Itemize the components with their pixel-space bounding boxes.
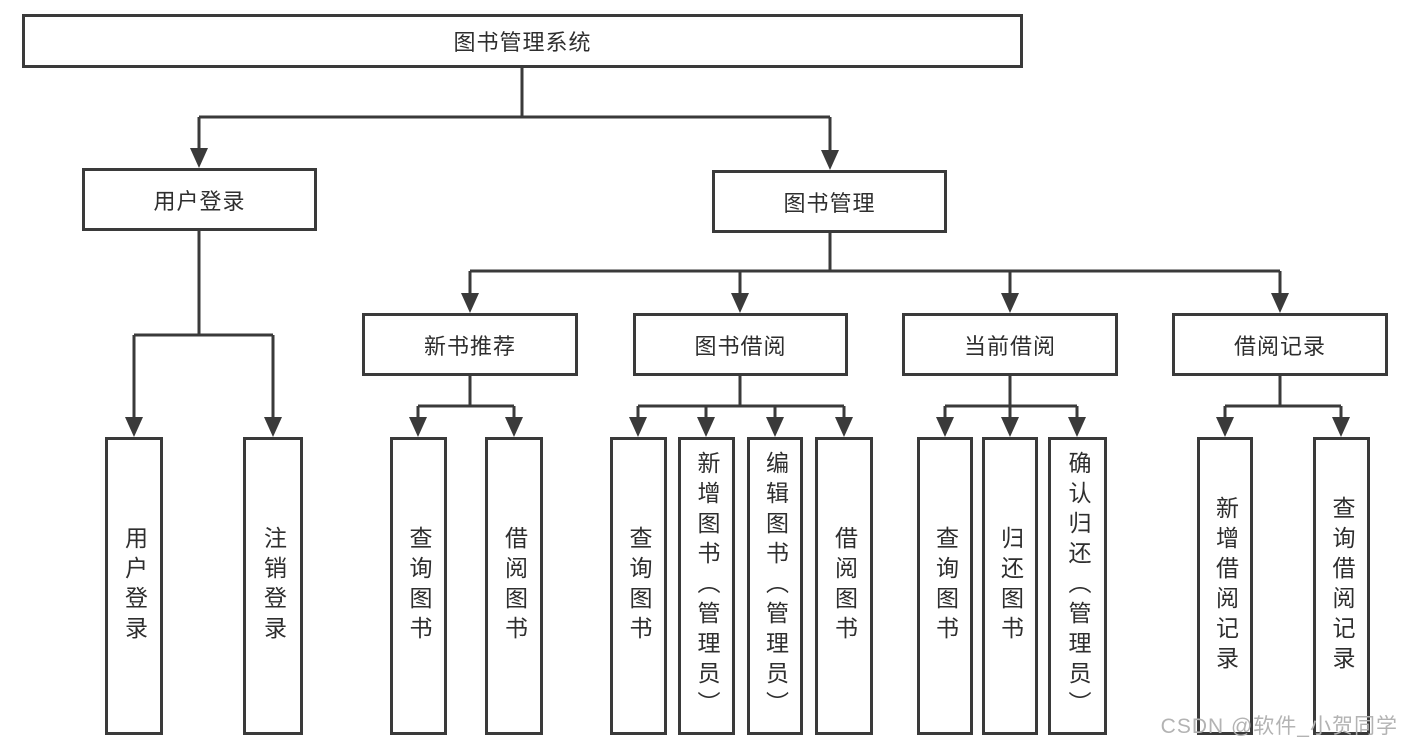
arrowhead-icon: [936, 417, 954, 437]
arrowhead-icon: [766, 417, 784, 437]
node-label: 图书借阅: [694, 333, 787, 359]
node-label: 新增图书（管理员）: [694, 451, 720, 721]
node-label: 用户登录: [153, 188, 246, 214]
node-leaf-query-borrow-record: 查询借阅记录: [1313, 437, 1370, 735]
arrowhead-icon: [505, 417, 523, 437]
node-label: 查询图书: [626, 526, 652, 646]
node-leaf-add-book-admin: 新增图书（管理员）: [678, 437, 735, 735]
node-label: 图书管理系统: [453, 30, 592, 55]
node-leaf-return-books: 归还图书: [982, 437, 1038, 735]
arrowhead-icon: [629, 417, 647, 437]
node-label: 查询图书: [932, 526, 959, 646]
node-label: 查询图书: [406, 526, 432, 646]
arrowhead-icon: [264, 417, 282, 437]
node-leaf-user-login-action: 用户登录: [105, 437, 163, 735]
node-leaf-add-borrow-record: 新增借阅记录: [1197, 437, 1253, 735]
node-user-login: 用户登录: [82, 168, 317, 231]
node-label: 编辑图书（管理员）: [762, 451, 789, 721]
arrowhead-icon: [1332, 417, 1350, 437]
arrowhead-icon: [1001, 293, 1019, 313]
node-new-book-recommend: 新书推荐: [362, 313, 578, 376]
node-label: 归还图书: [997, 526, 1024, 646]
arrowhead-icon: [1001, 417, 1019, 437]
arrowhead-icon: [697, 417, 715, 437]
node-label: 借阅图书: [831, 526, 858, 646]
arrowhead-icon: [1216, 417, 1234, 437]
arrowhead-icon: [461, 293, 479, 313]
arrowhead-icon: [835, 417, 853, 437]
node-book-management: 图书管理: [712, 170, 947, 233]
node-label: 确认归还（管理员）: [1065, 451, 1091, 721]
node-leaf-edit-book-admin: 编辑图书（管理员）: [747, 437, 803, 735]
node-current-borrow: 当前借阅: [902, 313, 1118, 376]
arrowhead-icon: [731, 293, 749, 313]
arrowhead-icon: [1271, 293, 1289, 313]
node-label: 新增借阅记录: [1212, 496, 1239, 676]
node-label: 借阅记录: [1233, 333, 1326, 359]
watermark: CSDN @软件_小贺同学: [1160, 715, 1398, 738]
node-book-borrow: 图书借阅: [633, 313, 848, 376]
arrowheads: [125, 148, 1350, 437]
node-label: 新书推荐: [423, 333, 516, 359]
node-label: 注销登录: [260, 526, 287, 646]
node-leaf-borrow-books-recommend: 借阅图书: [485, 437, 543, 735]
arrowhead-icon: [821, 150, 839, 170]
node-leaf-confirm-return-admin: 确认归还（管理员）: [1048, 437, 1107, 735]
arrowhead-icon: [125, 417, 143, 437]
arrowhead-icon: [190, 148, 208, 168]
node-leaf-query-books-recommend: 查询图书: [390, 437, 447, 735]
node-leaf-query-books-current: 查询图书: [917, 437, 973, 735]
arrowhead-icon: [409, 417, 427, 437]
node-book-management-system: 图书管理系统: [22, 14, 1023, 68]
node-label: 当前借阅: [963, 333, 1056, 359]
node-borrow-records: 借阅记录: [1172, 313, 1388, 376]
node-leaf-logout-action: 注销登录: [243, 437, 303, 735]
node-label: 借阅图书: [501, 526, 528, 646]
node-label: 图书管理: [783, 190, 876, 216]
node-label: 查询借阅记录: [1329, 496, 1355, 676]
node-leaf-borrow-books: 借阅图书: [815, 437, 873, 735]
node-label: 用户登录: [121, 526, 148, 646]
arrowhead-icon: [1068, 417, 1086, 437]
node-leaf-query-books-borrow: 查询图书: [610, 437, 667, 735]
